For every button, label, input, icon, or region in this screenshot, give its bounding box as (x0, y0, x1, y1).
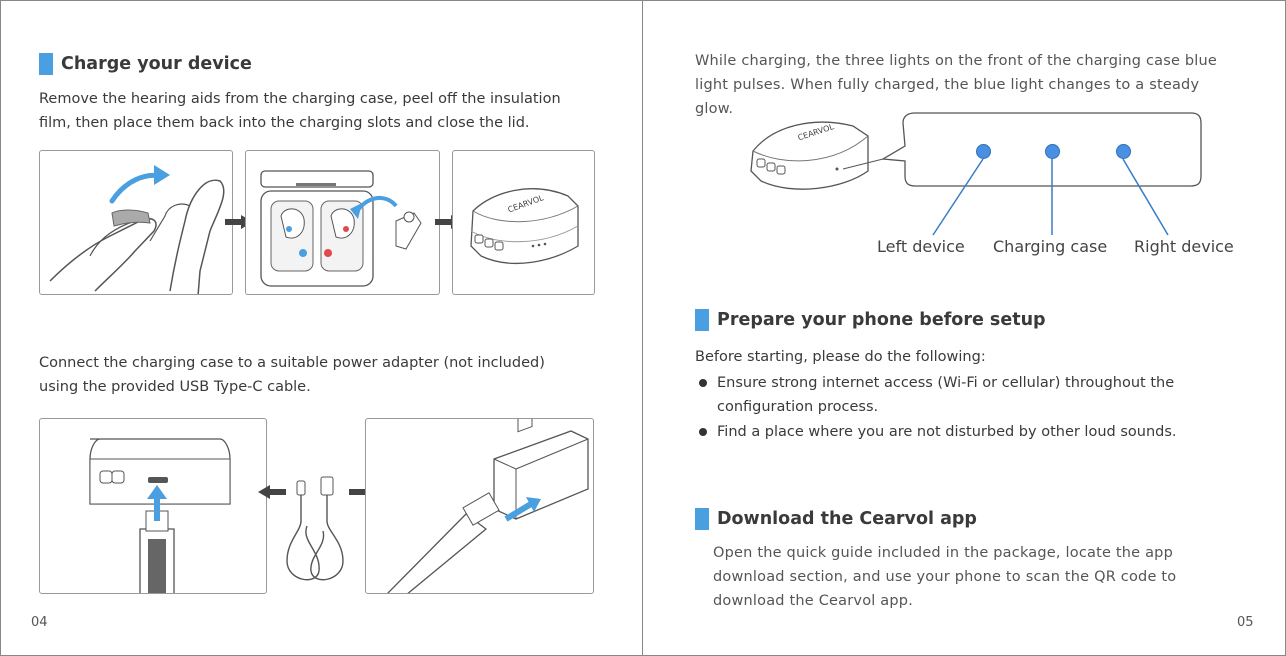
intro-line-2: light pulses. When fully charged, the bl… (695, 77, 1200, 93)
page-number-right: 05 (1237, 615, 1254, 630)
download-line-3: download the Cearvol app. (713, 593, 914, 609)
adapter-drawing (387, 419, 589, 593)
usb-cable-coil-illustration (286, 476, 344, 581)
usb-case-drawing (89, 438, 231, 593)
heading-accent-bar (695, 508, 709, 530)
bullet-dot-icon (699, 379, 707, 387)
bullet-item-1: Ensure strong internet access (Wi-Fi or … (699, 371, 1269, 419)
prepare-heading: Prepare your phone before setup (695, 309, 1046, 331)
download-heading: Download the Cearvol app (695, 508, 977, 530)
usb-into-case-illustration (39, 418, 267, 594)
connect-instructions: Connect the charging case to a suitable … (39, 351, 629, 399)
open-case-drawing (260, 170, 422, 287)
heading-accent-bar (695, 309, 709, 331)
charging-lights-diagram: CEARVOL (750, 112, 1202, 190)
right-page: While charging, the three lights on the … (642, 0, 1286, 656)
connect-line-1: Connect the charging case to a suitable … (39, 355, 545, 371)
charge-line-2: film, then place them back into the char… (39, 115, 530, 131)
arrow-left-icon (258, 485, 286, 499)
peel-film-illustration (39, 150, 233, 295)
label-left-device: Left device (877, 237, 965, 256)
charging-lights-text: While charging, the three lights on the … (695, 49, 1275, 121)
bullet-dot-icon (699, 428, 707, 436)
closed-case-illustration: CEARVOL (452, 150, 595, 295)
charge-line-1: Remove the hearing aids from the chargin… (39, 91, 561, 107)
connect-line-2: using the provided USB Type-C cable. (39, 379, 311, 395)
download-line-2: download section, and use your phone to … (713, 569, 1177, 585)
open-case-illustration (245, 150, 440, 295)
prepare-intro: Before starting, please do the following… (695, 349, 986, 365)
download-line-1: Open the quick guide included in the pac… (713, 545, 1173, 561)
intro-line-3: glow. (695, 101, 734, 117)
light-center (1045, 144, 1060, 159)
label-charging-case: Charging case (993, 237, 1108, 256)
intro-line-1: While charging, the three lights on the … (695, 53, 1218, 69)
charge-heading-title: Charge your device (61, 54, 252, 74)
peel-film-drawing (49, 165, 225, 294)
label-right-device: Right device (1134, 237, 1234, 256)
bullet-1-line-1: Ensure strong internet access (Wi-Fi or … (717, 375, 1175, 391)
left-page: Charge your device Remove the hearing ai… (0, 0, 643, 656)
power-adapter-illustration (365, 418, 594, 594)
closed-case-drawing: CEARVOL (470, 188, 579, 265)
page-number-left: 04 (31, 615, 48, 630)
charge-instructions: Remove the hearing aids from the chargin… (39, 87, 629, 135)
light-right (1116, 144, 1131, 159)
light-left (976, 144, 991, 159)
bullet-item-2: Find a place where you are not disturbed… (699, 420, 1269, 444)
bullet-1-line-2: configuration process. (717, 399, 879, 415)
download-heading-title: Download the Cearvol app (717, 509, 977, 529)
download-instructions: Open the quick guide included in the pac… (713, 541, 1273, 613)
charge-heading: Charge your device (39, 53, 252, 75)
bullet-2-text: Find a place where you are not disturbed… (717, 424, 1177, 440)
light-callout-lines (932, 158, 1169, 236)
heading-accent-bar (39, 53, 53, 75)
prepare-heading-title: Prepare your phone before setup (717, 310, 1046, 330)
